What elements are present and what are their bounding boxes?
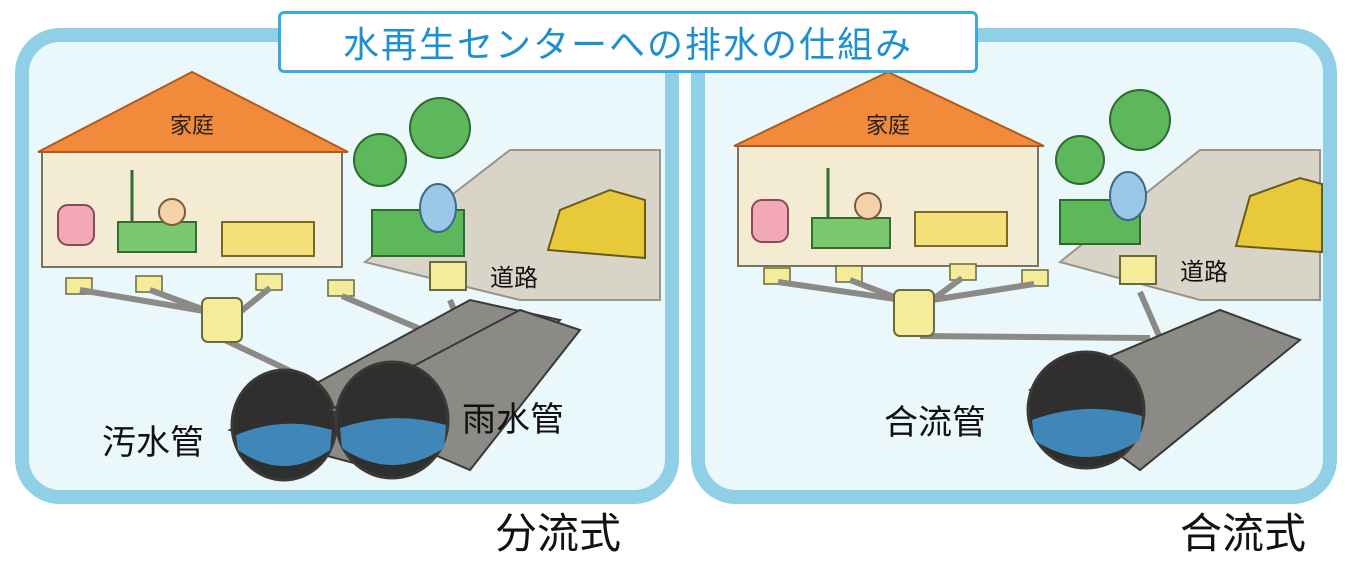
separate-system-label: 分流式 [495, 509, 622, 558]
combined-system-label: 合流式 [1180, 509, 1307, 558]
road-label-right: 道路 [1180, 258, 1228, 286]
title-banner: 水再生センターへの排水の仕組み [278, 11, 978, 73]
car-icon [1234, 176, 1323, 254]
drain-box [835, 265, 863, 283]
road-inlet-box [1119, 255, 1157, 285]
diagram-title: 水再生センターへの排水の仕組み [342, 25, 913, 66]
sewage-pipe-label: 汚水管 [102, 423, 204, 463]
drain-box [327, 279, 355, 297]
drain-box [949, 263, 977, 281]
person-in-bath-icon [854, 192, 882, 220]
house-label-right: 家庭 [866, 114, 911, 139]
sewage-water [236, 423, 332, 466]
bathtub-icon [117, 221, 197, 253]
bathtub-icon [811, 217, 891, 249]
road-inlet-box [429, 261, 467, 291]
rain-pipe-label: 雨水管 [462, 400, 564, 440]
person-in-bath-icon [158, 198, 186, 226]
road-label-left: 道路 [490, 264, 538, 292]
tree-icon [353, 133, 407, 187]
inspection-chamber [893, 289, 935, 337]
tree-icon [1055, 135, 1105, 185]
combined-water [1032, 408, 1142, 457]
tree-icon [409, 97, 471, 159]
sewer-pipes-left [227, 298, 582, 482]
toilet-icon [57, 204, 95, 246]
mascot-character-icon [1109, 171, 1147, 221]
house-roof [733, 70, 1045, 147]
sewer-pipe-right [1026, 308, 1302, 472]
toilet-icon [751, 199, 789, 243]
house-label-left: 家庭 [170, 114, 215, 139]
rain-water [340, 418, 446, 465]
mascot-character-icon [419, 183, 457, 233]
house-roof [37, 70, 349, 153]
kitchen-sink-icon [914, 211, 1008, 247]
combined-system-panel [691, 28, 1337, 504]
inspection-chamber [201, 297, 243, 343]
drain-box [135, 275, 163, 293]
combined-pipe-label: 合流管 [884, 403, 986, 443]
tree-icon [1109, 89, 1171, 151]
kitchen-sink-icon [221, 221, 315, 257]
separate-system-panel [15, 28, 679, 504]
car-icon [546, 188, 646, 260]
